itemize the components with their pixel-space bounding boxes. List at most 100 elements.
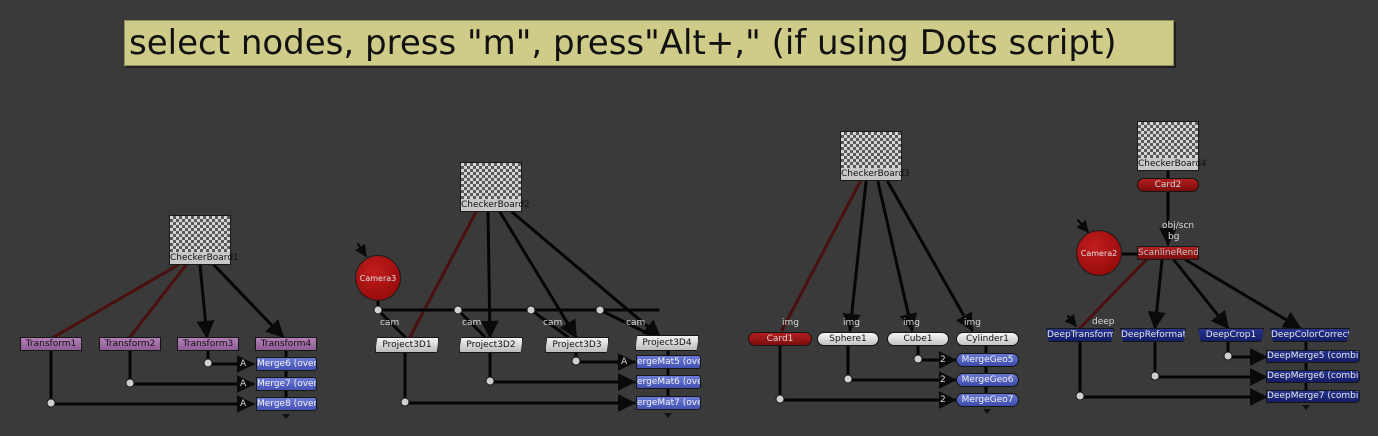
wire (780, 180, 862, 332)
input-label: A (621, 357, 628, 367)
input-label: A (240, 359, 247, 369)
dot-node[interactable] (913, 354, 923, 364)
input-label: cam (380, 318, 400, 328)
dot-node[interactable] (571, 356, 581, 366)
mergemat-node[interactable]: ergeMat6 (over) (636, 375, 701, 389)
node-label: DeepReformat1 (1121, 330, 1186, 340)
camera-node[interactable]: Camera2 (1076, 230, 1122, 276)
wire (376, 308, 407, 339)
sphere-node[interactable]: Sphere1 (817, 332, 879, 346)
project3d-node[interactable]: Project3D3 (545, 337, 609, 353)
node-label: DeepCrop1 (1205, 330, 1257, 340)
node-label: Transform2 (104, 339, 156, 349)
wire (598, 308, 657, 339)
node-label: DeepMerge5 (combine) (1267, 351, 1359, 361)
wire (1076, 219, 1089, 233)
cube-node[interactable]: Cube1 (887, 332, 949, 346)
project3d-node[interactable]: Project3D1 (375, 337, 439, 353)
merge-node[interactable]: Merge6 (over) (256, 357, 317, 371)
transform-node[interactable]: Transform3 (177, 337, 239, 351)
wire (456, 308, 487, 339)
input-label: cam (462, 318, 482, 328)
dot-node[interactable] (373, 305, 383, 315)
node-label: Cube1 (903, 334, 933, 344)
checkerboard-node[interactable]: CheckerBoard3 (840, 131, 910, 181)
node-label: Project3D3 (552, 340, 602, 350)
node-label: DeepMerge6 (combine) (1267, 371, 1359, 381)
wire (408, 210, 478, 339)
mergemat-node[interactable]: ergeMat7 (over) (636, 396, 701, 410)
wire (498, 210, 578, 339)
mergemat-node[interactable]: ergeMat5 (over) (636, 355, 701, 369)
deep-merge-node[interactable]: DeepMerge6 (combine) (1266, 370, 1360, 383)
dot-node[interactable] (526, 305, 536, 315)
node-label: Camera3 (359, 274, 397, 283)
merge-node[interactable]: Merge8 (over) (256, 397, 317, 411)
sticky-note[interactable]: select nodes, press "m", press"Alt+," (i… (124, 20, 1174, 66)
card-node[interactable]: Card2 (1137, 178, 1199, 192)
scanline-render-node[interactable]: ScanlineRender (1137, 246, 1199, 260)
node-label: Project3D4 (642, 338, 692, 348)
checkerboard-node[interactable]: CheckerBoard2 (460, 162, 530, 212)
merge-node[interactable]: Merge7 (over) (256, 377, 317, 391)
node-label: Merge7 (over) (257, 379, 317, 389)
input-label: A (240, 379, 247, 389)
wire (1078, 258, 1148, 330)
mergegeo-node[interactable]: MergeGeo6 (956, 373, 1019, 387)
dot-node[interactable] (453, 305, 463, 315)
dot-node[interactable] (1075, 391, 1085, 401)
wire (886, 180, 974, 332)
input-label: img (903, 318, 920, 328)
dot-node[interactable] (843, 374, 853, 384)
output-arrow-icon (1302, 405, 1310, 410)
node-label: CheckerBoard3 (841, 168, 910, 180)
wire (876, 180, 918, 332)
transform-node[interactable]: Transform1 (20, 337, 82, 351)
project3d-node[interactable]: Project3D2 (459, 337, 523, 353)
deep-crop-node[interactable]: DeepCrop1 (1198, 328, 1264, 342)
dot-node[interactable] (485, 376, 495, 386)
deep-merge-node[interactable]: DeepMerge5 (combine) (1266, 350, 1360, 363)
dot-node[interactable] (1223, 351, 1233, 361)
input-label: 2 (940, 355, 946, 365)
dot-node[interactable] (125, 378, 135, 388)
node-label: DeepTransform1 (1047, 330, 1114, 340)
node-label: Sphere1 (829, 334, 867, 344)
wire (480, 210, 499, 339)
mergegeo-node[interactable]: MergeGeo5 (956, 353, 1019, 367)
deep-color-correct-node[interactable]: DeepColorCorrect1 (1270, 328, 1350, 342)
dot-node[interactable] (775, 394, 785, 404)
node-label: ergeMat7 (over) (637, 398, 700, 408)
transform-node[interactable]: Transform2 (99, 337, 161, 351)
mergegeo-node[interactable]: MergeGeo7 (956, 393, 1019, 407)
deep-merge-node[interactable]: DeepMerge7 (combine) (1266, 390, 1360, 403)
deep-transform-node[interactable]: DeepTransform1 (1046, 328, 1114, 342)
project3d-node[interactable]: Project3D4 (635, 335, 699, 351)
node-label: DeepMerge7 (combine) (1267, 391, 1359, 401)
node-label: Transform1 (25, 339, 77, 349)
output-arrow-icon (664, 413, 672, 418)
output-arrow-icon (282, 414, 290, 419)
deep-reformat-node[interactable]: DeepReformat1 (1120, 328, 1186, 342)
dot-node[interactable] (1150, 371, 1160, 381)
node-label: MergeGeo5 (961, 355, 1014, 365)
node-label: ergeMat5 (over) (637, 357, 700, 367)
cylinder-node[interactable]: Cylinder1 (956, 332, 1019, 346)
dot-node[interactable] (595, 305, 605, 315)
input-label: img (843, 318, 860, 328)
dot-node[interactable] (46, 398, 56, 408)
node-label: Camera2 (1080, 249, 1118, 258)
dot-node[interactable] (203, 358, 213, 368)
input-label: img (964, 318, 981, 328)
node-label: ScanlineRender (1138, 248, 1199, 258)
checkerboard-node[interactable]: CheckerBoard4 (1137, 121, 1207, 171)
camera-node[interactable]: Camera3 (355, 255, 401, 301)
input-label: 2 (940, 395, 946, 405)
input-label: img (782, 318, 799, 328)
node-label: Card2 (1154, 180, 1182, 190)
card-node[interactable]: Card1 (748, 332, 812, 346)
node-label: Merge8 (over) (257, 399, 317, 409)
transform-node[interactable]: Transform4 (255, 337, 317, 351)
checkerboard-node[interactable]: CheckerBoard1 (169, 215, 239, 265)
dot-node[interactable] (400, 397, 410, 407)
